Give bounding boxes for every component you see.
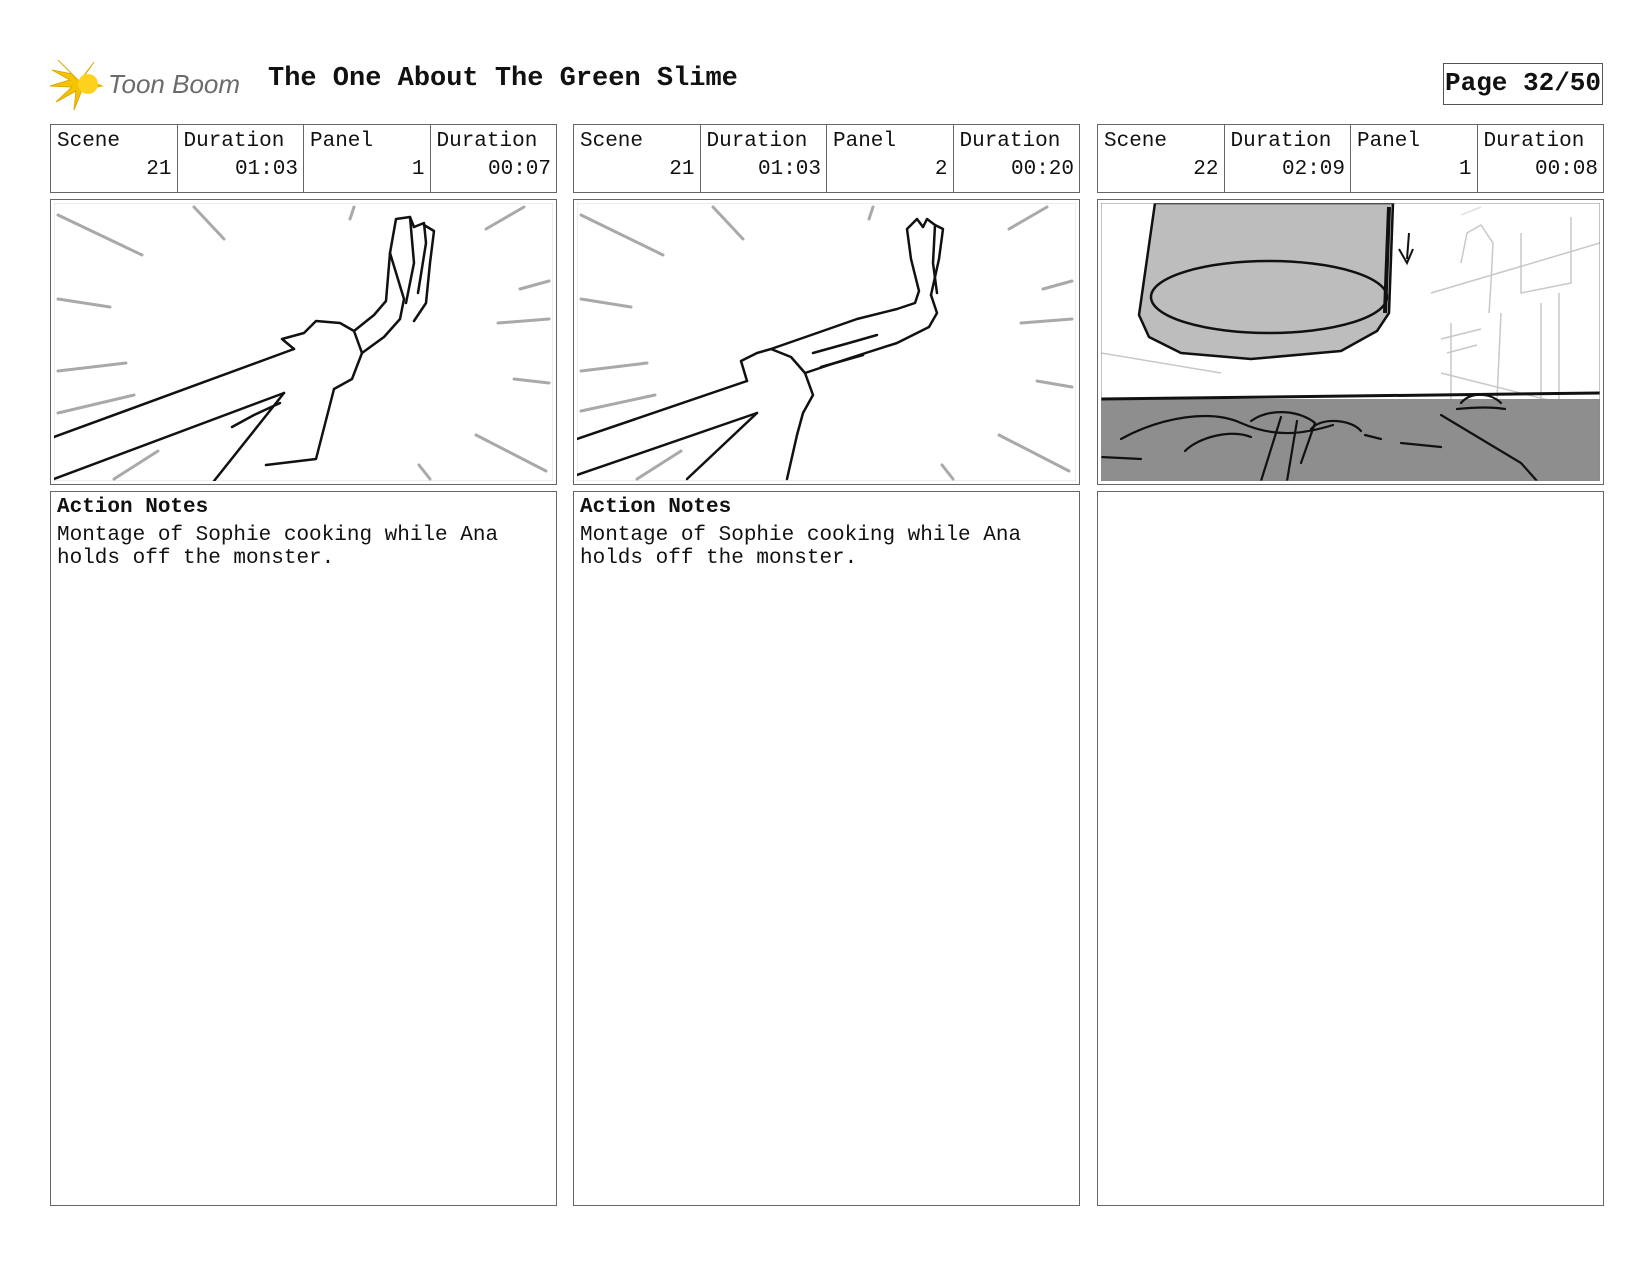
panel-cell: Panel 2 bbox=[827, 125, 954, 192]
scene-label: Scene bbox=[580, 130, 644, 153]
duration-label: Duration bbox=[1230, 130, 1332, 153]
panel-cell: Panel 1 bbox=[304, 125, 431, 192]
storyboard-frame bbox=[573, 199, 1080, 485]
logo-text: Toon Boom bbox=[108, 69, 241, 99]
panel-label: Panel bbox=[310, 130, 374, 153]
action-notes-box: Action Notes Montage of Sophie cooking w… bbox=[573, 491, 1080, 1206]
scene-duration-value: 02:09 bbox=[1281, 158, 1345, 181]
scene-label: Scene bbox=[1104, 130, 1168, 153]
scene-cell: Scene 22 bbox=[1098, 125, 1225, 192]
panel-info-bar: Scene 21 Duration 01:03 Panel 1 Duration… bbox=[50, 124, 557, 193]
scene-duration-value: 01:03 bbox=[757, 158, 821, 181]
scene-duration-value: 01:03 bbox=[234, 158, 298, 181]
action-notes-text: Montage of Sophie cooking while Ana hold… bbox=[57, 524, 499, 570]
action-notes-text: Montage of Sophie cooking while Ana hold… bbox=[580, 524, 1022, 570]
panel-duration-cell: Duration 00:20 bbox=[954, 125, 1080, 192]
scene-duration-cell: Duration 01:03 bbox=[701, 125, 827, 192]
scene-duration-cell: Duration 01:03 bbox=[178, 125, 304, 192]
panel-value: 2 bbox=[934, 158, 948, 181]
toon-boom-logo: Toon Boom bbox=[50, 56, 250, 114]
panel-value: 1 bbox=[411, 158, 425, 181]
panel-label: Panel bbox=[833, 130, 897, 153]
scene-value: 21 bbox=[146, 158, 172, 181]
storyboard-frame bbox=[50, 199, 557, 485]
panel-cell: Panel 1 bbox=[1351, 125, 1478, 192]
scene-value: 21 bbox=[669, 158, 695, 181]
scene-label: Scene bbox=[57, 130, 121, 153]
action-notes-heading: Action Notes bbox=[580, 496, 732, 519]
panel-duration-value: 00:07 bbox=[487, 158, 551, 181]
panel-duration-cell: Duration 00:07 bbox=[431, 125, 557, 192]
panel-duration-value: 00:08 bbox=[1534, 158, 1598, 181]
duration-label: Duration bbox=[436, 130, 538, 153]
action-notes-box-empty bbox=[1097, 491, 1604, 1206]
scene-cell: Scene 21 bbox=[574, 125, 701, 192]
duration-label: Duration bbox=[959, 130, 1061, 153]
action-notes-box: Action Notes Montage of Sophie cooking w… bbox=[50, 491, 557, 1206]
duration-label: Duration bbox=[1483, 130, 1585, 153]
panel-duration-cell: Duration 00:08 bbox=[1478, 125, 1604, 192]
star-burst-icon bbox=[50, 59, 104, 111]
duration-label: Duration bbox=[183, 130, 285, 153]
panel-label: Panel bbox=[1357, 130, 1421, 153]
panel-info-bar: Scene 21 Duration 01:03 Panel 2 Duration… bbox=[573, 124, 1080, 193]
panel-value: 1 bbox=[1458, 158, 1472, 181]
panel-duration-value: 00:20 bbox=[1010, 158, 1074, 181]
scene-duration-cell: Duration 02:09 bbox=[1225, 125, 1351, 192]
sketch-hand-blocking-icon bbox=[54, 203, 553, 481]
sketch-arm-extended-icon bbox=[577, 203, 1076, 481]
storyboard-frame bbox=[1097, 199, 1604, 485]
page-number: Page 32/50 bbox=[1443, 63, 1603, 105]
sketch-pot-over-stove-icon bbox=[1101, 203, 1600, 481]
action-notes-heading: Action Notes bbox=[57, 496, 209, 519]
document-title: The One About The Green Slime bbox=[268, 64, 738, 94]
panel-info-bar: Scene 22 Duration 02:09 Panel 1 Duration… bbox=[1097, 124, 1604, 193]
scene-value: 22 bbox=[1193, 158, 1219, 181]
duration-label: Duration bbox=[706, 130, 808, 153]
scene-cell: Scene 21 bbox=[51, 125, 178, 192]
